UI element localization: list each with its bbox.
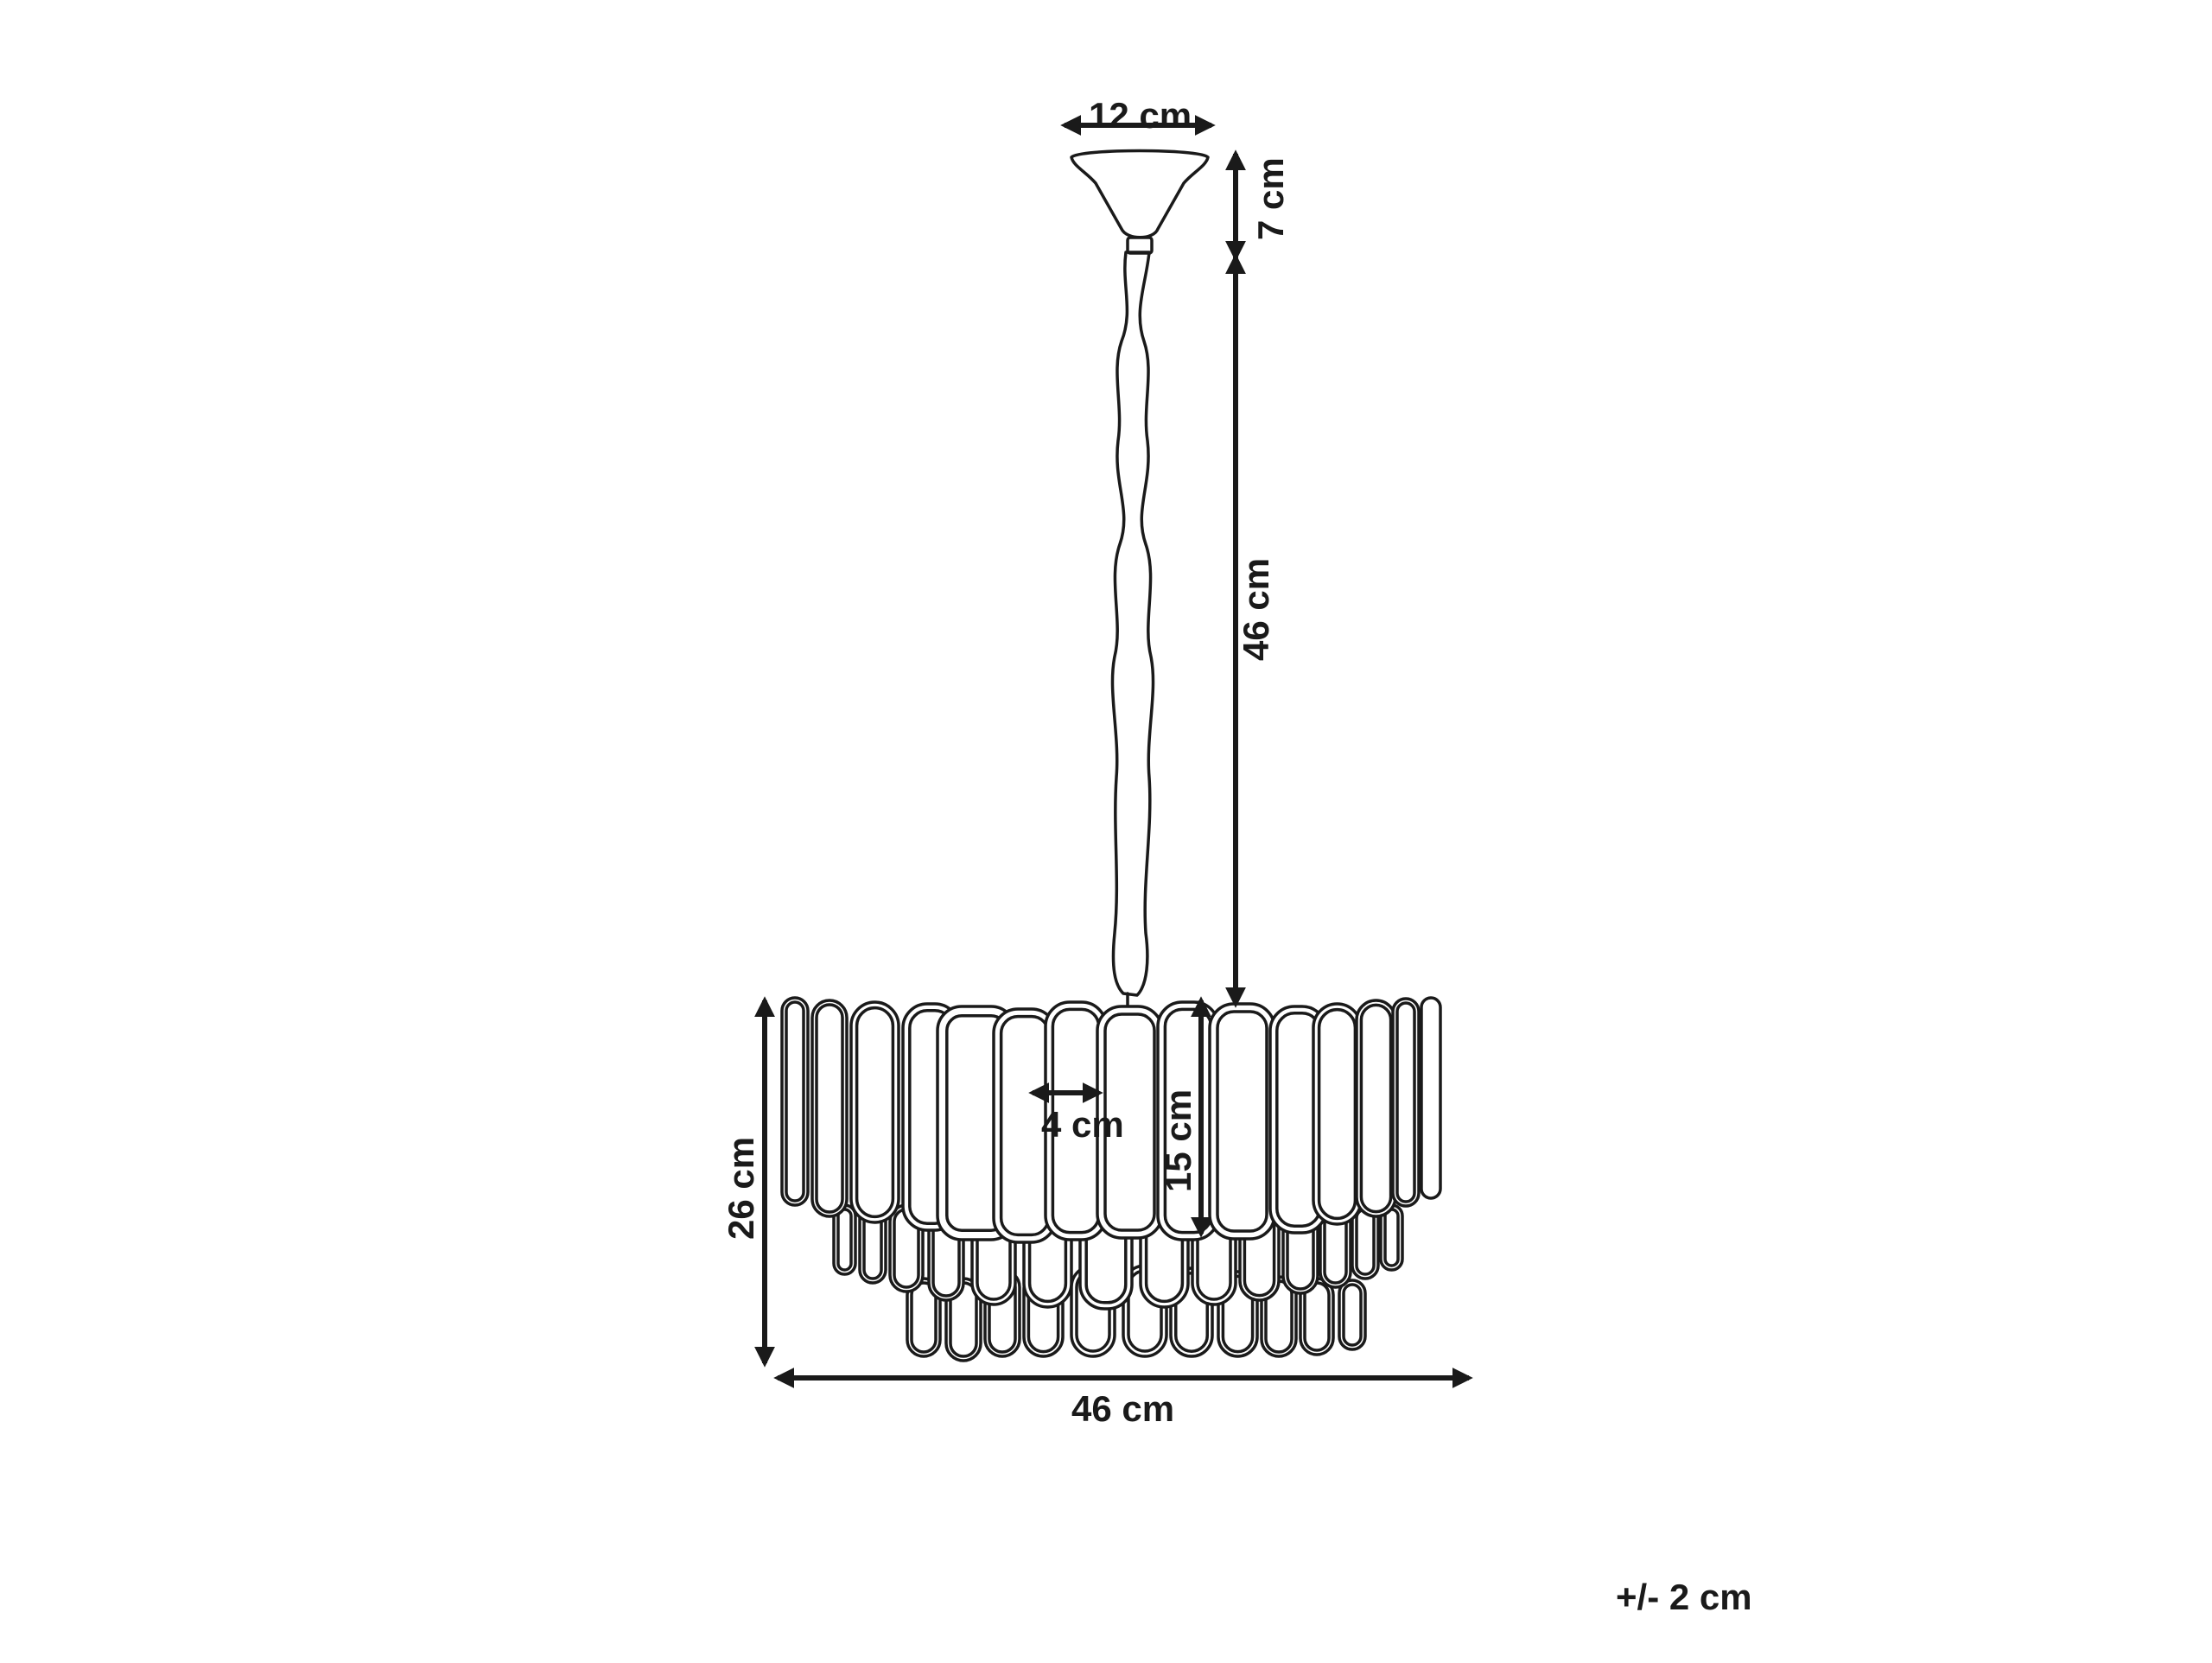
shade-top-panel-inner [1395, 1001, 1416, 1203]
suspension-chain [1110, 251, 1155, 1012]
shade-bottom-panel-inner [910, 1281, 938, 1354]
shade-top-panel [810, 999, 849, 1218]
label-shade-height: 26 cm [721, 1137, 761, 1240]
shade-bottom-panel-inner [1342, 1283, 1363, 1347]
shade-top-panel [1420, 996, 1442, 1200]
label-chain-length: 46 cm [1236, 558, 1276, 661]
canopy [1070, 149, 1210, 255]
label-panel-height: 15 cm [1158, 1089, 1198, 1192]
shade-top-panel-inner [815, 1003, 844, 1214]
label-panel-width: 4 cm [1041, 1104, 1124, 1145]
chandelier-shade [780, 996, 1442, 1362]
shade-top-panel [1391, 997, 1421, 1208]
shade-top-panel-inner [855, 1006, 895, 1219]
dimension-chain-length: 46 cm [1225, 253, 1276, 1008]
shade-top-panel [780, 996, 810, 1207]
dimension-canopy-width: 12 cm [1060, 95, 1216, 136]
tolerance-note: +/- 2 cm [1616, 1577, 1752, 1617]
label-canopy-width: 12 cm [1089, 95, 1192, 136]
dimension-canopy-height: 7 cm [1225, 149, 1291, 262]
shade-top-panel [1208, 1002, 1276, 1241]
shade-top-panel-inner [1216, 1010, 1268, 1233]
dimension-panel-height: 15 cm [1158, 996, 1211, 1238]
dimension-shade-height: 26 cm [721, 996, 775, 1368]
shade-bottom-panel-inner [1221, 1274, 1255, 1354]
dimension-panel-width: 4 cm [1028, 1082, 1124, 1145]
label-canopy-height: 7 cm [1250, 157, 1291, 240]
shade-top-panel-inner [1359, 1003, 1393, 1214]
dimension-shade-diameter: 46 cm [773, 1368, 1473, 1429]
shade-top-panel [849, 1000, 900, 1224]
shade-top-panel-inner [785, 1000, 805, 1203]
shade-bottom-panel [1338, 1279, 1367, 1351]
shade-top-panel-inner [1103, 1012, 1156, 1232]
label-shade-diameter: 46 cm [1071, 1388, 1174, 1429]
